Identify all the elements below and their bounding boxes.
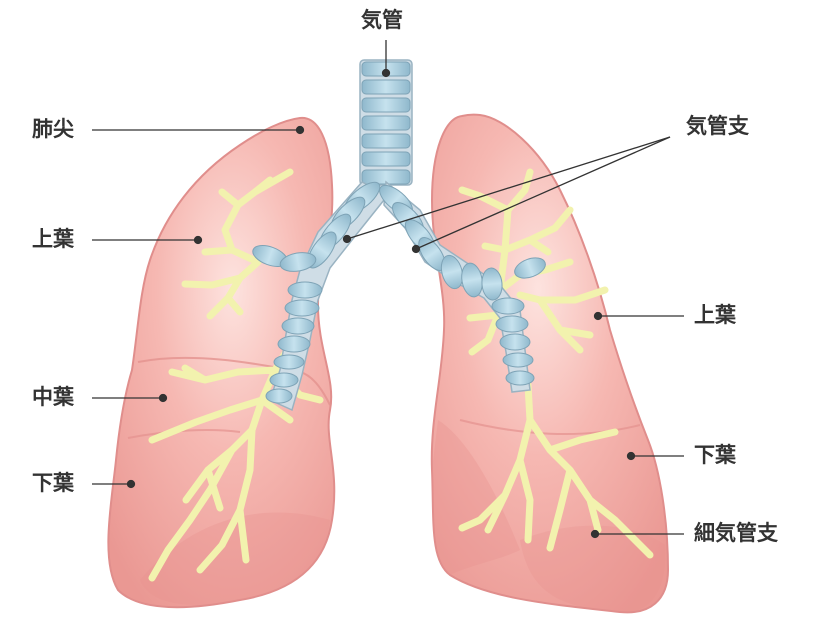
label-upper-lobe-right: 上葉 bbox=[694, 303, 736, 327]
label-lower-lobe-left: 下葉 bbox=[32, 471, 74, 495]
right-lower-shadow bbox=[520, 525, 666, 613]
left-lower-shadow bbox=[140, 512, 330, 605]
label-upper-lobe-left: 上葉 bbox=[32, 227, 74, 251]
label-apex: 肺尖 bbox=[32, 117, 74, 141]
bronchial-tree bbox=[148, 168, 654, 582]
leader-upper-right-dot bbox=[593, 311, 603, 321]
leader-bronchus-a-dot bbox=[342, 234, 352, 244]
leader-trachea-dot bbox=[381, 68, 391, 78]
trachea-rings bbox=[361, 61, 411, 185]
label-middle-lobe: 中葉 bbox=[32, 385, 74, 409]
right-fissure bbox=[459, 419, 641, 436]
label-trachea: 気管 bbox=[361, 8, 403, 32]
right-lung bbox=[430, 113, 670, 614]
leader-apex-dot bbox=[295, 125, 305, 135]
left-lower-branches bbox=[148, 341, 324, 582]
left-fissure-lower bbox=[127, 429, 241, 439]
right-bronchus-rings bbox=[379, 184, 546, 386]
left-upper-branches bbox=[181, 168, 294, 320]
leader-lower-left-dot bbox=[126, 479, 136, 489]
left-main-bronchus bbox=[269, 181, 390, 412]
right-lower-branches bbox=[458, 311, 654, 559]
leader-bronchus-b bbox=[415, 136, 671, 250]
leader-bronchus-a bbox=[346, 136, 671, 240]
right-heart-notch-shadow bbox=[432, 420, 520, 575]
leader-lower-right-dot bbox=[626, 451, 636, 461]
label-lower-lobe-right: 下葉 bbox=[694, 443, 736, 467]
leader-upper-left-dot bbox=[193, 235, 203, 245]
right-lung-shape bbox=[430, 113, 670, 614]
leader-middle-dot bbox=[158, 393, 168, 403]
leader-lines bbox=[92, 40, 684, 539]
leader-bronchus-b-dot bbox=[411, 244, 421, 254]
label-bronchus: 気管支 bbox=[686, 114, 749, 138]
leader-bronchiole-dot bbox=[590, 529, 600, 539]
trachea-and-bronchi bbox=[252, 59, 546, 412]
left-bronchus-rings bbox=[252, 181, 381, 404]
label-bronchiole: 細気管支 bbox=[694, 521, 778, 545]
